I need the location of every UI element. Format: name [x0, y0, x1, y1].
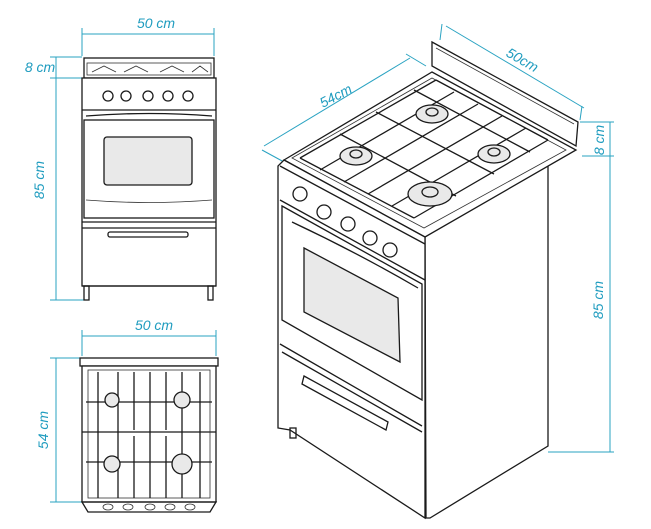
top-width-label: 50 cm: [135, 317, 173, 333]
front-view: 50 cm 8 cm 85 cm: [25, 15, 217, 301]
iso-height-dimension: 8 cm 85 cm: [548, 121, 614, 453]
iso-depth-label: 54cm: [317, 80, 355, 110]
front-stove-drawing: [81, 57, 217, 301]
iso-stove-drawing: [277, 40, 579, 520]
front-width-dimension: 50 cm: [81, 15, 215, 56]
front-body-height-label: 85 cm: [31, 161, 47, 199]
iso-top-height-label: 8 cm: [591, 124, 607, 155]
isometric-view: 54cm 50cm 8 cm 85 cm: [261, 23, 614, 520]
top-view: 50 cm 54 cm: [35, 317, 219, 513]
front-height-dimension: 8 cm 85 cm: [25, 56, 86, 301]
top-stove-drawing: [79, 357, 219, 513]
front-top-height-label: 8 cm: [25, 59, 56, 75]
top-depth-label: 54 cm: [35, 411, 51, 449]
iso-body-height-label: 85 cm: [590, 281, 606, 319]
top-depth-dimension: 54 cm: [35, 357, 82, 503]
iso-width-label: 50cm: [504, 44, 542, 75]
top-width-dimension: 50 cm: [81, 317, 217, 356]
front-width-label: 50 cm: [137, 15, 175, 31]
